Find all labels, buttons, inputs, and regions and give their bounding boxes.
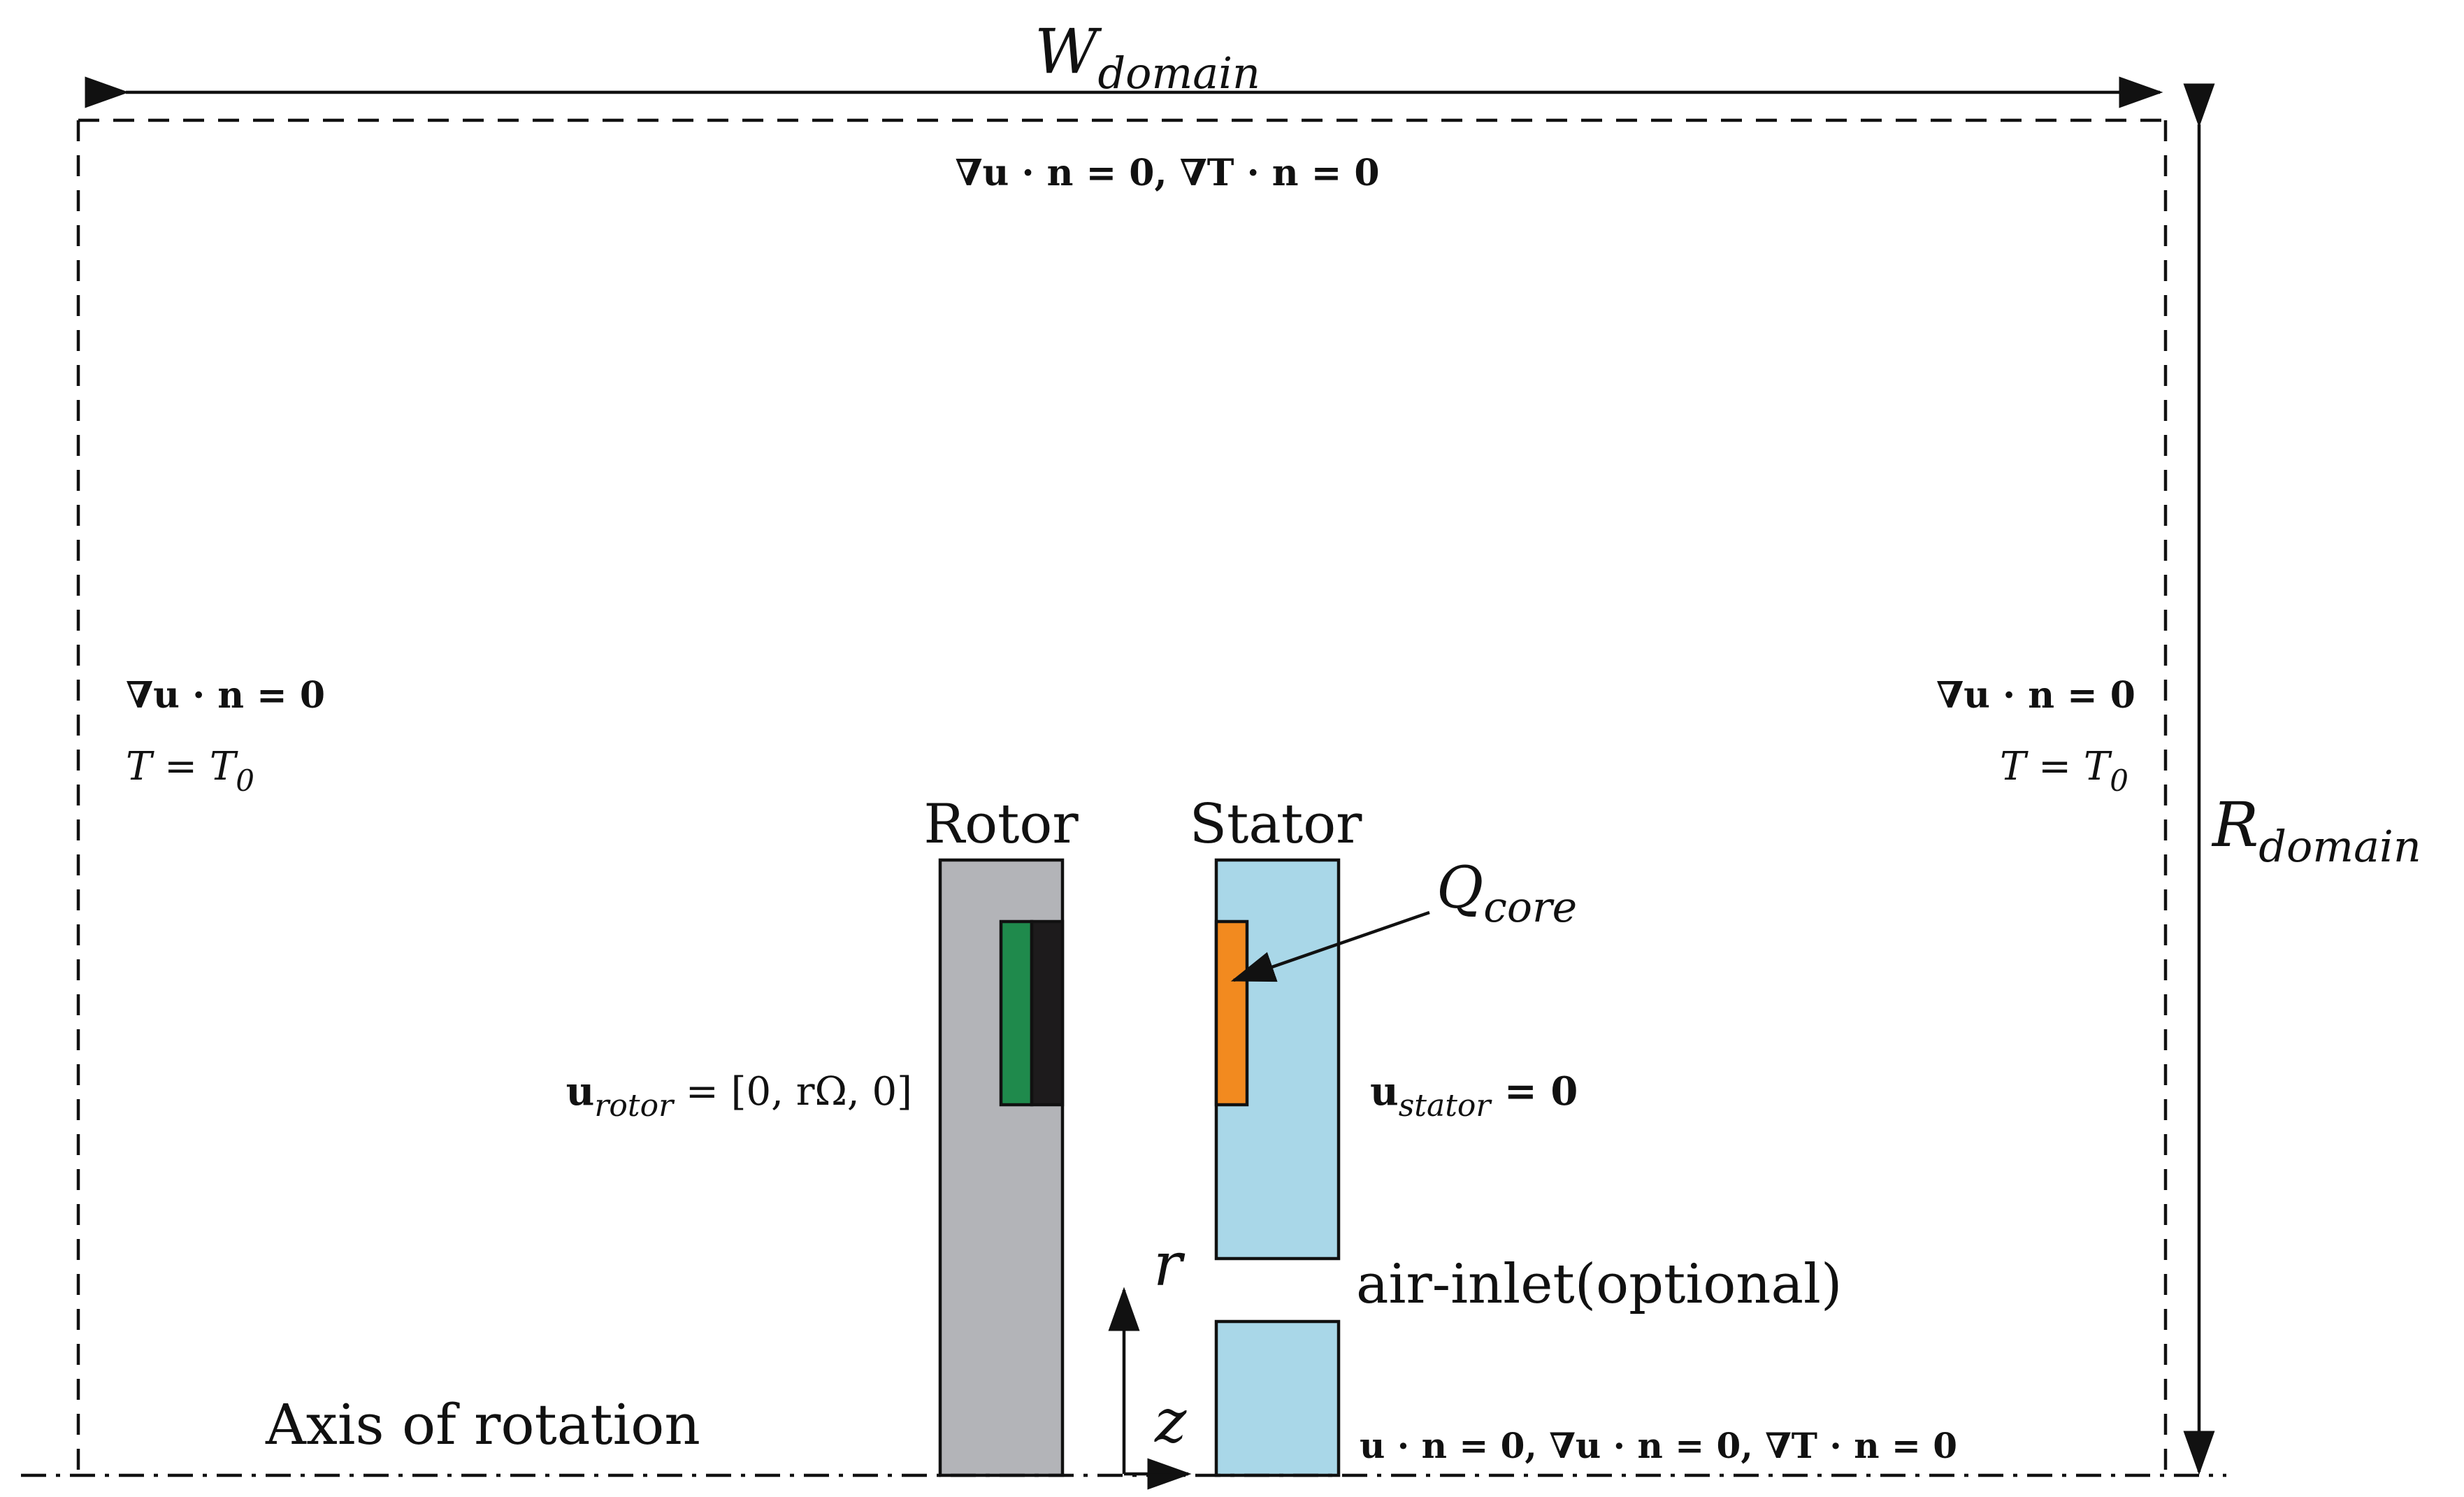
bottom-boundary-condition: u · n = 0, ∇u · n = 0, ∇T · n = 0: [1360, 1425, 1957, 1466]
radius-label: Rdomain: [2211, 789, 2421, 872]
heat-source-label: Qcore: [1436, 855, 1577, 932]
left-boundary-condition-temperature: T = T0: [126, 744, 254, 798]
air-inlet-label: air-inlet(optional): [1356, 1253, 1842, 1316]
heat-source-pointer-arrow: [1230, 910, 1430, 982]
rotor-velocity-condition: urotor = [0, rΩ, 0]: [566, 1068, 912, 1124]
width-label: Wdomain: [1035, 15, 1260, 99]
top-boundary-condition: ∇u · n = 0, ∇T · n = 0: [955, 152, 1379, 194]
axis-of-rotation-label: Axis of rotation: [265, 1392, 700, 1457]
stator-velocity-condition: ustator = 0: [1370, 1068, 1578, 1124]
stator-lower-block: [1214, 1319, 1341, 1477]
rotor-black-layer: [1030, 919, 1065, 1107]
right-boundary-condition-temperature: T = T0: [2000, 744, 2128, 798]
left-boundary-condition-velocity: ∇u · n = 0: [126, 674, 325, 717]
z-axis-label: z: [1154, 1387, 1187, 1456]
heat-source-core: [1214, 919, 1249, 1107]
rotor-green-layer: [999, 919, 1034, 1107]
r-axis-label: r: [1153, 1230, 1186, 1300]
right-boundary-condition-velocity: ∇u · n = 0: [1936, 674, 2135, 717]
stator-title: Stator: [1190, 793, 1363, 856]
rotor-title: Rotor: [923, 793, 1079, 856]
